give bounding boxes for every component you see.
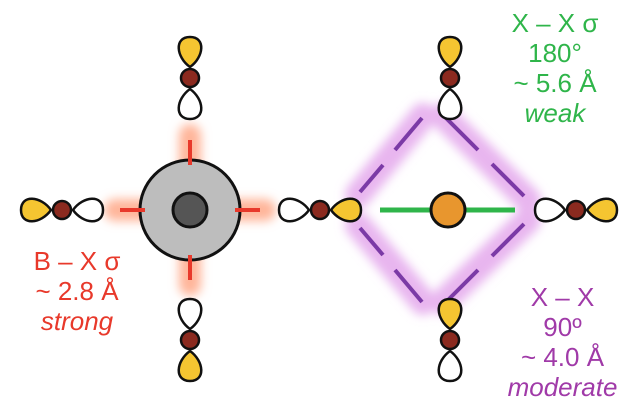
boron-center (138, 158, 242, 262)
moderate-line-2: 90º (543, 312, 582, 342)
empty-lobe (71, 197, 105, 223)
moderate-line-1: X – X (530, 282, 595, 312)
halogen-atom (179, 329, 201, 351)
weak-line-2: 180° (528, 38, 582, 68)
filled-lobe (177, 349, 203, 383)
moderate-line-3: ~ 4.0 Å (520, 342, 605, 372)
moderate-bond-lines (358, 116, 526, 304)
empty-lobe (437, 87, 463, 121)
strong-bond-dashes (120, 140, 260, 280)
halogen-atom (179, 67, 201, 89)
halogen-units (19, 35, 619, 383)
filled-lobe (329, 197, 363, 223)
filled-lobe (437, 297, 463, 331)
filled-lobe (585, 197, 619, 223)
strong-line-1: B – X σ (33, 246, 121, 276)
empty-lobe (533, 197, 567, 223)
empty-lobe (277, 197, 311, 223)
label-moderate: X – X 90º ~ 4.0 Å moderate (495, 282, 630, 402)
filled-lobe (19, 197, 53, 223)
filled-lobe (437, 35, 463, 69)
weak-line-1: X – X σ (511, 8, 599, 38)
halogen-atom (51, 199, 73, 221)
label-strong: B – X σ ~ 2.8 Å strong (2, 246, 152, 336)
filled-lobe (177, 35, 203, 69)
strong-line-3: strong (40, 306, 114, 336)
strong-line-2: ~ 2.8 Å (35, 276, 119, 306)
empty-lobe (177, 297, 203, 331)
halogen-atom (309, 199, 331, 221)
halogen-center (429, 191, 467, 229)
halogen-atom (565, 199, 587, 221)
halogen-atom (439, 329, 461, 351)
moderate-line-4: moderate (507, 372, 618, 402)
label-weak: X – X σ 180° ~ 5.6 Å weak (485, 8, 625, 128)
weak-line-3: ~ 5.6 Å (513, 68, 597, 98)
empty-lobe (437, 349, 463, 383)
empty-lobe (177, 87, 203, 121)
weak-line-4: weak (524, 98, 586, 128)
halogen-atom (439, 67, 461, 89)
